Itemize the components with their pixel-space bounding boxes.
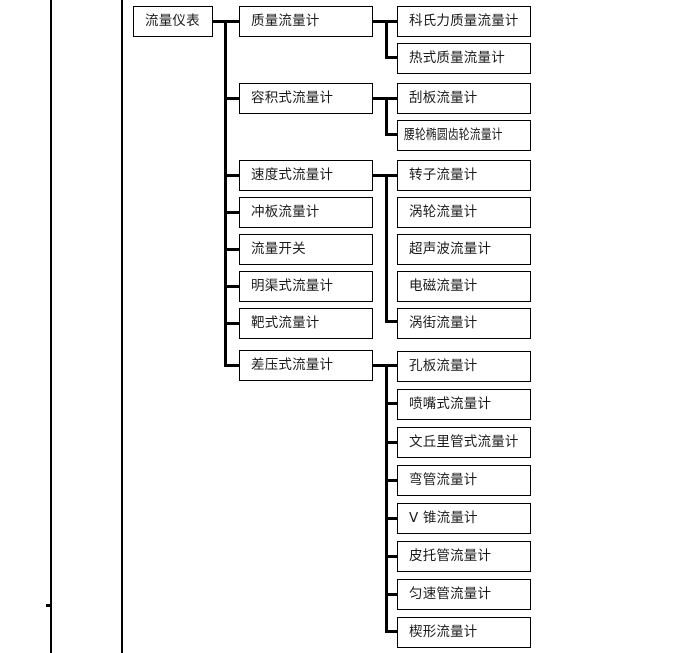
node-label: 匀速管流量计 bbox=[409, 585, 492, 602]
connector-differential-stub bbox=[373, 364, 387, 367]
node-label: 超声波流量计 bbox=[409, 240, 492, 257]
page-guide-line-left bbox=[50, 0, 52, 653]
page-guide-tick bbox=[46, 604, 50, 607]
connector-stub-dp-7 bbox=[385, 593, 399, 596]
node-label: 差压式流量计 bbox=[251, 356, 334, 373]
node-coriolis-mass-flowmeter[interactable]: 科氏力质量流量计 bbox=[397, 6, 531, 37]
node-thermal-mass-flowmeter[interactable]: 热式质量流量计 bbox=[397, 43, 531, 74]
connector-stub-dp-5 bbox=[385, 517, 399, 520]
node-label: 孔板流量计 bbox=[409, 357, 478, 374]
node-mass-flowmeter[interactable]: 质量流量计 bbox=[239, 6, 373, 37]
connector-stub-volumetric-2 bbox=[385, 133, 399, 136]
node-elbow-flowmeter[interactable]: 弯管流量计 bbox=[397, 465, 531, 496]
connector-stub-level2-6 bbox=[224, 285, 240, 288]
connector-root-stub bbox=[213, 20, 227, 23]
connector-trunk-differential bbox=[385, 364, 388, 632]
node-label: 冲板流量计 bbox=[251, 203, 320, 220]
node-label: 明渠式流量计 bbox=[251, 277, 334, 294]
node-label: 容积式流量计 bbox=[251, 89, 334, 106]
connector-stub-level2-2 bbox=[224, 97, 240, 100]
node-label: 流量开关 bbox=[251, 240, 306, 257]
node-vortex-flowmeter[interactable]: 涡街流量计 bbox=[397, 308, 531, 339]
connector-stub-mass-2 bbox=[385, 56, 399, 59]
connector-stub-level2-1 bbox=[224, 20, 240, 23]
node-flow-switch[interactable]: 流量开关 bbox=[239, 234, 373, 265]
node-label: 喷嘴式流量计 bbox=[409, 395, 492, 412]
connector-mass-stub bbox=[373, 20, 387, 23]
node-label: 腰轮椭圆齿轮流量计 bbox=[404, 126, 503, 143]
connector-stub-level2-5 bbox=[224, 248, 240, 251]
node-turbine-flowmeter[interactable]: 涡轮流量计 bbox=[397, 197, 531, 228]
node-label: 流量仪表 bbox=[145, 12, 200, 29]
node-wedge-flowmeter[interactable]: 楔形流量计 bbox=[397, 617, 531, 648]
connector-stub-volumetric-1 bbox=[385, 97, 399, 100]
node-label: 弯管流量计 bbox=[409, 471, 478, 488]
node-orifice-plate-flowmeter[interactable]: 孔板流量计 bbox=[397, 351, 531, 382]
connector-stub-dp-2 bbox=[385, 402, 399, 405]
node-impact-plate-flowmeter[interactable]: 冲板流量计 bbox=[239, 197, 373, 228]
node-open-channel-flowmeter[interactable]: 明渠式流量计 bbox=[239, 271, 373, 302]
connector-stub-velocity-1 bbox=[385, 174, 399, 177]
node-electromagnetic-flowmeter[interactable]: 电磁流量计 bbox=[397, 271, 531, 302]
connector-trunk-mass bbox=[385, 20, 388, 58]
node-ultrasonic-flowmeter[interactable]: 超声波流量计 bbox=[397, 234, 531, 265]
connector-stub-level2-3 bbox=[224, 174, 240, 177]
node-label: 电磁流量计 bbox=[409, 277, 478, 294]
connector-stub-level2-7 bbox=[224, 322, 240, 325]
node-venturi-tube-flowmeter[interactable]: 文丘里管式流量计 bbox=[397, 427, 531, 458]
connector-volumetric-stub bbox=[373, 97, 387, 100]
node-label: 科氏力质量流量计 bbox=[409, 12, 519, 29]
connector-stub-velocity-5 bbox=[385, 320, 399, 323]
node-label: 涡街流量计 bbox=[409, 314, 478, 331]
connector-trunk-level2 bbox=[224, 20, 227, 367]
node-label: 皮托管流量计 bbox=[409, 547, 492, 564]
connector-trunk-velocity bbox=[385, 174, 388, 322]
connector-stub-dp-1 bbox=[385, 364, 399, 367]
node-label: 速度式流量计 bbox=[251, 166, 334, 183]
node-scraper-flowmeter[interactable]: 刮板流量计 bbox=[397, 83, 531, 114]
connector-stub-mass-1 bbox=[385, 20, 399, 23]
node-target-flowmeter[interactable]: 靶式流量计 bbox=[239, 308, 373, 339]
node-label: 楔形流量计 bbox=[409, 623, 478, 640]
node-rotameter-flowmeter[interactable]: 转子流量计 bbox=[397, 160, 531, 191]
connector-stub-dp-4 bbox=[385, 479, 399, 482]
node-differential-pressure-flowmeter[interactable]: 差压式流量计 bbox=[239, 350, 373, 381]
node-label: 涡轮流量计 bbox=[409, 203, 478, 220]
node-root-flow-instrument[interactable]: 流量仪表 bbox=[133, 6, 213, 37]
node-oval-gear-flowmeter[interactable]: 腰轮椭圆齿轮流量计 bbox=[397, 120, 531, 151]
node-v-cone-flowmeter[interactable]: V 锥流量计 bbox=[397, 503, 531, 534]
connector-stub-level2-4 bbox=[224, 211, 240, 214]
node-nozzle-flowmeter[interactable]: 喷嘴式流量计 bbox=[397, 389, 531, 420]
connector-stub-dp-3 bbox=[385, 441, 399, 444]
node-label: 靶式流量计 bbox=[251, 314, 320, 331]
connector-stub-dp-8 bbox=[385, 630, 399, 633]
connector-trunk-volumetric bbox=[385, 97, 388, 135]
node-label: 热式质量流量计 bbox=[409, 49, 505, 66]
node-volumetric-flowmeter[interactable]: 容积式流量计 bbox=[239, 83, 373, 114]
connector-velocity-stub bbox=[373, 174, 387, 177]
node-velocity-flowmeter[interactable]: 速度式流量计 bbox=[239, 160, 373, 191]
node-label: 刮板流量计 bbox=[409, 89, 478, 106]
node-label: 转子流量计 bbox=[409, 166, 478, 183]
connector-stub-dp-6 bbox=[385, 555, 399, 558]
page-guide-line-inner bbox=[121, 0, 123, 653]
node-label: 文丘里管式流量计 bbox=[409, 433, 519, 450]
connector-stub-level2-8 bbox=[224, 364, 240, 367]
node-averaging-pitot-flowmeter[interactable]: 匀速管流量计 bbox=[397, 579, 531, 610]
node-label: 质量流量计 bbox=[251, 12, 320, 29]
node-label: V 锥流量计 bbox=[409, 509, 478, 526]
node-pitot-tube-flowmeter[interactable]: 皮托管流量计 bbox=[397, 541, 531, 572]
